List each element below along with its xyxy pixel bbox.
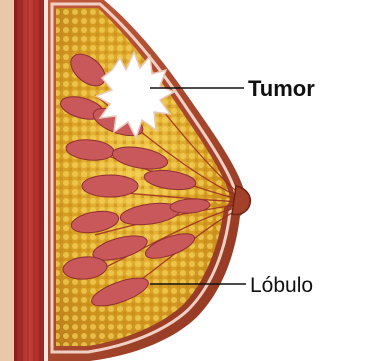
chest-wall [0,0,49,361]
nipple [232,186,250,215]
tumor-label: Tumor [248,76,315,101]
lobule-label: Lóbulo [250,274,313,297]
